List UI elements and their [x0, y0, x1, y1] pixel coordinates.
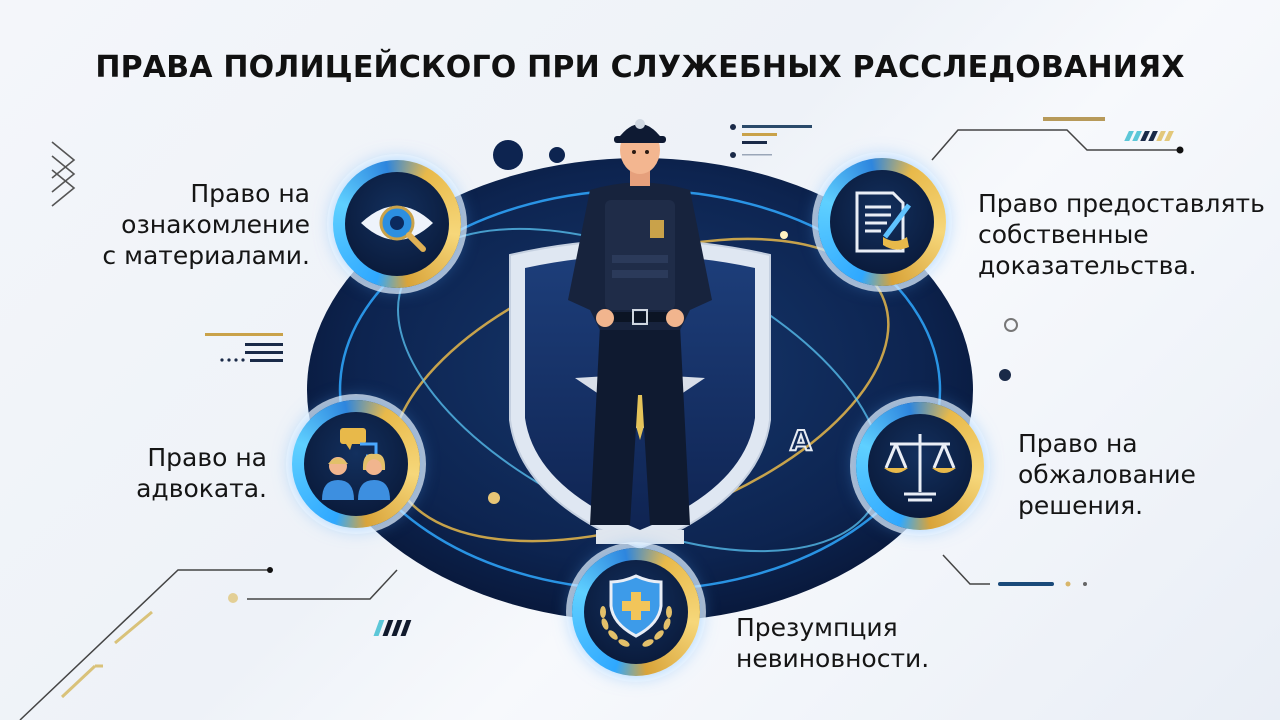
right-innocence-label: Презумпция невиновности. — [736, 613, 930, 673]
scales-icon — [884, 434, 956, 502]
right-evidence-label: Право предоставлять собственные доказате… — [978, 189, 1265, 280]
right-appeal-badge — [856, 402, 984, 530]
right-appeal-label: Право на обжалование решения. — [1018, 429, 1196, 520]
people-dialog-icon — [322, 428, 390, 500]
chevron-icon — [51, 141, 76, 207]
document-pen-icon — [855, 191, 911, 253]
svg-text:A: A — [790, 424, 812, 457]
right-lawyer-label: Право на адвоката. — [136, 443, 267, 503]
right-innocence-badge — [572, 548, 700, 676]
police-officer-figure — [568, 119, 712, 544]
eye-magnifier-icon — [361, 205, 433, 252]
right-materials-label: Право на ознакомление с материалами. — [102, 179, 310, 270]
shield-laurel-icon — [600, 574, 672, 647]
right-lawyer-badge — [292, 400, 420, 528]
right-materials-badge — [333, 160, 461, 288]
page-title: ПРАВА ПОЛИЦЕЙСКОГО ПРИ СЛУЖЕБНЫХ РАССЛЕД… — [95, 50, 1185, 85]
right-evidence-badge — [818, 158, 946, 286]
